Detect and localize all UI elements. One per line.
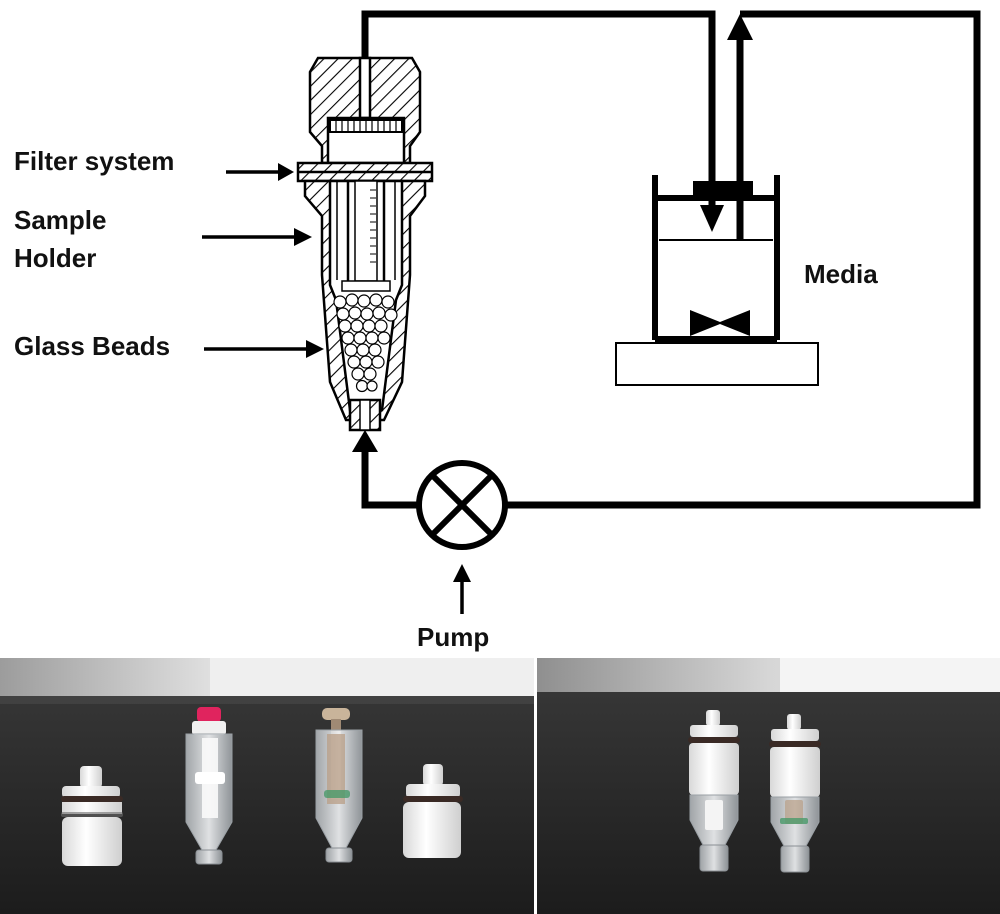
media-vessel — [615, 175, 819, 386]
assembled-cell-right — [769, 714, 821, 873]
end-cap-right — [403, 764, 463, 858]
label-glass-beads: Glass Beads — [14, 331, 170, 361]
sample-holder-red-cap — [185, 707, 233, 865]
tube-media-to-pump — [505, 10, 981, 509]
pump-symbol — [416, 460, 508, 550]
label-sample-holder-line1: Sample — [14, 205, 107, 235]
arrow-up-from-media — [727, 14, 753, 40]
assembled-cells-photo — [534, 658, 1000, 914]
stir-plate — [615, 342, 819, 386]
tube-outlet-to-media — [361, 10, 716, 205]
arrow-up-into-cell — [352, 430, 378, 452]
tubing — [361, 10, 981, 509]
assembled-cell-left — [688, 710, 740, 872]
end-cap-left — [61, 766, 123, 866]
label-sample-holder-line2: Holder — [14, 243, 96, 273]
label-media: Media — [804, 259, 878, 289]
label-pump: Pump — [417, 622, 489, 652]
vessel-lid — [693, 181, 753, 196]
tube-pump-to-cell — [361, 450, 418, 509]
arrow-down-into-media — [700, 205, 724, 232]
label-filter-system: Filter system — [14, 146, 174, 176]
label-arrows — [202, 163, 471, 614]
disassembled-parts-photo — [0, 658, 534, 914]
schematic: Filter system Sample Holder Glass Beads … — [14, 10, 981, 652]
sample-holder-tan-cap — [315, 708, 363, 863]
stir-bar — [690, 310, 750, 336]
glass-beads — [333, 293, 398, 393]
